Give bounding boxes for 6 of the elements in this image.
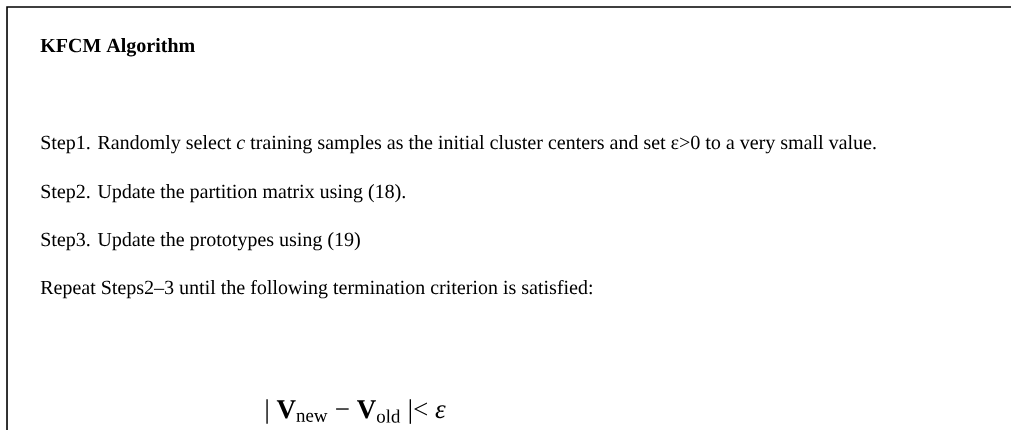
step-text: Step1. Randomly select c training samples as the initial cluster centers and set ε>0 to a very small value. (41, 135, 876, 154)
step-text: Step2. Update the partition matrix using (18). (41, 184, 405, 203)
step-text: Step3. Update the prototypes using (19) (41, 232, 360, 251)
formula: | V$_{new}$ − V$_{old}$ |< ε (266, 399, 446, 424)
step-text: Repeat Steps2–3 until the following termination criterion is satisfied: (40, 279, 592, 299)
heading: KFCM Algorithm (40, 38, 195, 57)
